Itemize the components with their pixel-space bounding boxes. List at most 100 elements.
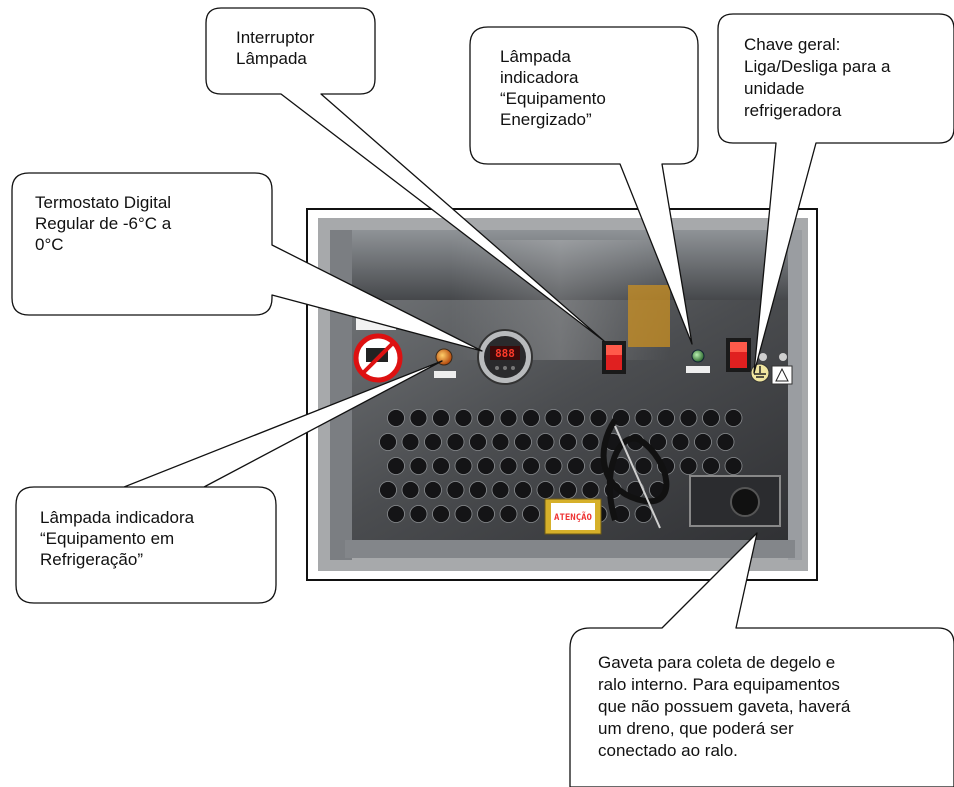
vent-hole	[694, 433, 712, 451]
callout-line: Chave geral:	[744, 35, 840, 54]
vent-hole	[536, 433, 555, 451]
equipment-photo: 888	[306, 208, 818, 581]
callout-line: ralo interno. Para equipamentos	[598, 675, 840, 694]
callout-line: que não possuem gaveta, haverá	[598, 697, 851, 716]
callout-line: Lâmpada	[236, 49, 307, 68]
vent-hole	[514, 481, 532, 499]
vent-hole	[387, 457, 405, 475]
callout-interruptor: Interruptor Lâmpada	[205, 7, 605, 342]
vent-hole	[716, 433, 735, 451]
vent-hole	[499, 505, 518, 523]
warning-tag: ATENÇÃO	[544, 498, 602, 535]
vent-hole	[477, 457, 495, 475]
vent-hole	[567, 409, 585, 427]
callout-line: Gaveta para coleta de degelo e	[598, 653, 835, 672]
svg-text:Chave geral: Liga/Deslig: Chave geral: Liga/Desliga para a unidade…	[744, 35, 895, 120]
vent-hole	[567, 457, 585, 475]
vent-hole	[581, 481, 600, 499]
vent-hole	[522, 505, 540, 523]
vent-hole	[679, 409, 698, 427]
thermostat-icon: 888	[477, 329, 533, 385]
callout-line: Refrigeração”	[40, 550, 143, 569]
vent-hole	[634, 457, 653, 475]
ventilation-grid	[379, 409, 743, 523]
vent-hole	[499, 409, 518, 427]
vent-hole	[581, 433, 600, 451]
callout-line: 0°C	[35, 235, 64, 254]
vent-hole	[522, 457, 540, 475]
vent-hole	[671, 433, 690, 451]
callout-line: Interruptor	[236, 28, 315, 47]
vent-hole	[446, 433, 465, 451]
amber-lamp	[434, 348, 456, 378]
svg-text:Termostato Digital Regul: Termostato Digital Regular de -6°C a 0°C	[35, 193, 176, 254]
vent-hole	[477, 409, 495, 427]
sensor-probe	[614, 425, 661, 529]
callout-line: Lâmpada indicadora	[40, 508, 195, 527]
callout-lampada-energizado: Lâmpada indicadora “Equipamento Energiza…	[469, 26, 699, 345]
vent-hole	[522, 409, 540, 427]
vent-hole	[432, 505, 450, 523]
vent-hole	[432, 409, 450, 427]
vent-hole	[454, 505, 473, 523]
svg-text:Gaveta para coleta de degelo e: Gaveta para coleta de degelo e ralo inte…	[598, 653, 855, 760]
vent-hole	[724, 457, 743, 475]
vent-hole	[446, 481, 465, 499]
reflection-orange	[628, 285, 670, 347]
callout-line: Termostato Digital	[35, 193, 171, 212]
callout-line: unidade	[744, 79, 805, 98]
callout-line: um dreno, que poderá ser	[598, 719, 794, 738]
vent-hole	[401, 481, 420, 499]
vent-hole	[409, 457, 428, 475]
vent-hole	[424, 433, 442, 451]
warning-tag-label: ATENÇÃO	[554, 512, 593, 523]
vent-hole	[536, 481, 555, 499]
vent-hole	[544, 409, 563, 427]
vent-hole	[379, 433, 397, 451]
vent-hole	[387, 505, 405, 523]
vent-hole	[491, 481, 510, 499]
svg-text:Interruptor Lâmpada: Interruptor Lâmpada	[236, 28, 319, 68]
vent-hole	[379, 481, 397, 499]
vent-hole	[657, 409, 675, 427]
thermostat-display: 888	[495, 347, 515, 360]
vent-hole	[544, 457, 563, 475]
vent-hole	[499, 457, 518, 475]
vent-hole	[702, 409, 720, 427]
vent-hole	[454, 409, 473, 427]
vent-hole	[387, 409, 405, 427]
vent-hole	[702, 457, 720, 475]
vent-hole	[409, 505, 428, 523]
callout-line: Regular de -6°C a	[35, 214, 172, 233]
main-switch-icon	[726, 338, 751, 372]
panel-right-rail	[788, 230, 802, 560]
callout-lampada-refrigeracao: Lâmpada indicadora “Equipamento em Refri…	[15, 360, 443, 604]
vent-hole	[424, 481, 442, 499]
vent-hole	[469, 481, 487, 499]
vent-hole	[469, 433, 487, 451]
vent-hole	[649, 433, 667, 451]
vent-hole	[634, 505, 653, 523]
callout-gaveta: Gaveta para coleta de degelo e ralo inte…	[569, 532, 954, 787]
vent-hole	[724, 409, 743, 427]
green-lamp	[686, 349, 710, 373]
vent-hole	[491, 433, 510, 451]
vent-hole	[559, 481, 577, 499]
callout-line: indicadora	[500, 68, 579, 87]
vent-hole	[432, 457, 450, 475]
drawer-knob-icon	[730, 487, 760, 517]
callout-line: “Equipamento em	[40, 529, 174, 548]
vent-hole	[514, 433, 532, 451]
no-water-sign-icon	[353, 333, 403, 383]
vent-hole	[454, 457, 473, 475]
callout-line: Lâmpada	[500, 47, 571, 66]
vent-hole	[559, 433, 577, 451]
defrost-drawer	[689, 475, 781, 527]
vent-hole	[401, 433, 420, 451]
callout-line: refrigeradora	[744, 101, 842, 120]
vent-hole	[679, 457, 698, 475]
svg-text:Lâmpada indicadora “Equi: Lâmpada indicadora “Equipamento em Refri…	[40, 508, 199, 569]
callout-line: “Equipamento	[500, 89, 606, 108]
callout-chave-geral: Chave geral: Liga/Desliga para a unidade…	[717, 13, 954, 374]
